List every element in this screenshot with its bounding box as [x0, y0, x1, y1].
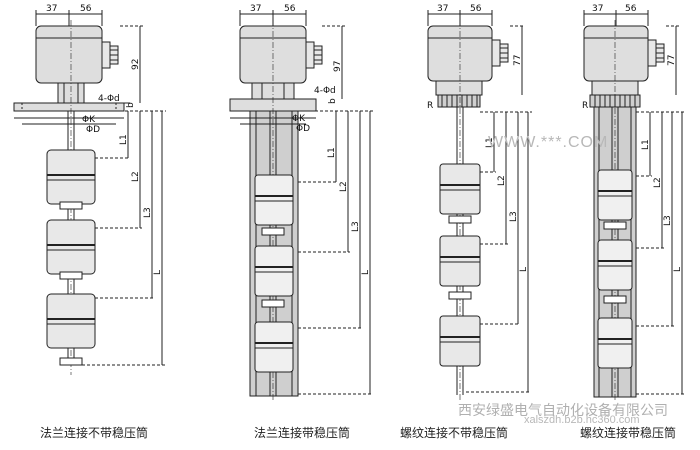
- fig1-dim-37: 37: [46, 4, 57, 14]
- caption-fig4: 螺纹连接带稳压筒: [580, 426, 677, 440]
- fig1-flange: [13, 102, 125, 112]
- fig1-dim-l: L: [153, 270, 163, 275]
- fig2-dim-b: b: [328, 98, 338, 104]
- fig2-drawing: [229, 10, 374, 402]
- fig4-float-1: [597, 169, 633, 221]
- fig4-dim-l: L: [673, 267, 683, 272]
- fig4-float-3: [597, 317, 633, 369]
- caption-fig2: 法兰连接带稳压筒: [254, 426, 351, 440]
- fig2-dim-l1: L1: [327, 147, 337, 158]
- fig2-dim-l: L: [361, 270, 371, 275]
- caption-fig3: 螺纹连接不带稳压筒: [400, 426, 509, 440]
- fig1-float-3: [46, 293, 96, 349]
- fig1-cable-gland: [101, 41, 111, 69]
- fig4-float-2: [597, 239, 633, 291]
- fig1-dim-l2: L2: [131, 171, 141, 182]
- fig3-dim-77: 77: [513, 55, 523, 66]
- fig2-dim-56: 56: [284, 4, 296, 14]
- fig4-dim-56: 56: [625, 4, 637, 14]
- fig1-dim-56: 56: [80, 4, 92, 14]
- fig1-dim-phid: ΦD: [86, 125, 100, 135]
- watermark-company: 西安绿盛电气自动化设备有限公司: [458, 403, 668, 419]
- fig3-drawing: [427, 10, 532, 402]
- fig2-float-3: [254, 321, 294, 373]
- fig4-drawing: [583, 10, 686, 402]
- fig3-dim-r: R: [427, 101, 433, 111]
- fig1-dim-b: b: [126, 102, 136, 108]
- fig3-dim-37: 37: [437, 4, 448, 14]
- fig4-dim-37: 37: [592, 4, 603, 14]
- fig1-dim-holes: 4-Φd: [98, 94, 120, 104]
- fig3-dim-l: L: [519, 267, 529, 272]
- fig4-dim-77: 77: [667, 55, 677, 66]
- fig3-dim-l1: L1: [485, 137, 495, 148]
- fig4-dim-l1: L1: [641, 139, 651, 150]
- watermark-domain: xalszdh.b2b.hc360.com: [524, 414, 640, 426]
- fig3-float-1: [439, 163, 481, 215]
- fig2-dim-holes: 4-Φd: [314, 86, 336, 96]
- fig4-housing: [583, 25, 649, 82]
- fig1-dim-l3: L3: [143, 207, 153, 218]
- fig1-dim-92: 92: [131, 59, 141, 70]
- fig4-cable-gland: [647, 39, 657, 67]
- fig4-dim-r: R: [582, 101, 588, 111]
- fig2-cable-gland: [305, 41, 315, 69]
- fig3-float-2: [439, 235, 481, 287]
- fig4-dim-l3: L3: [663, 215, 673, 226]
- fig2-dim-37: 37: [250, 4, 261, 14]
- fig3-dim-l3: L3: [509, 211, 519, 222]
- fig2-dim-97: 97: [333, 61, 343, 72]
- fig2-dim-l3: L3: [351, 221, 361, 232]
- fig3-dim-56: 56: [470, 4, 482, 14]
- fig2-float-2: [254, 245, 294, 297]
- fig2-dim-phid: ΦD: [296, 124, 310, 134]
- fig2-dim-phik: ΦK: [292, 114, 306, 124]
- fig1-dim-phik: ΦK: [82, 115, 96, 125]
- fig2-float-1: [254, 174, 294, 226]
- watermark-url: WWW.***.COM: [488, 134, 609, 151]
- fig1-housing: [35, 25, 103, 84]
- fig1-float-2: [46, 219, 96, 275]
- caption-fig1: 法兰连接不带稳压筒: [40, 426, 149, 440]
- fig2-dim-l2: L2: [339, 181, 349, 192]
- fig3-thread: [437, 94, 481, 108]
- fig1-float-1: [46, 149, 96, 205]
- fig3-float-3: [439, 315, 481, 367]
- fig3-cable-gland: [491, 39, 501, 67]
- fig3-dim-l2: L2: [497, 175, 507, 186]
- fig1-drawing: [13, 10, 166, 375]
- fig1-dim-l1: L1: [119, 134, 129, 145]
- fig4-dim-l2: L2: [653, 177, 663, 188]
